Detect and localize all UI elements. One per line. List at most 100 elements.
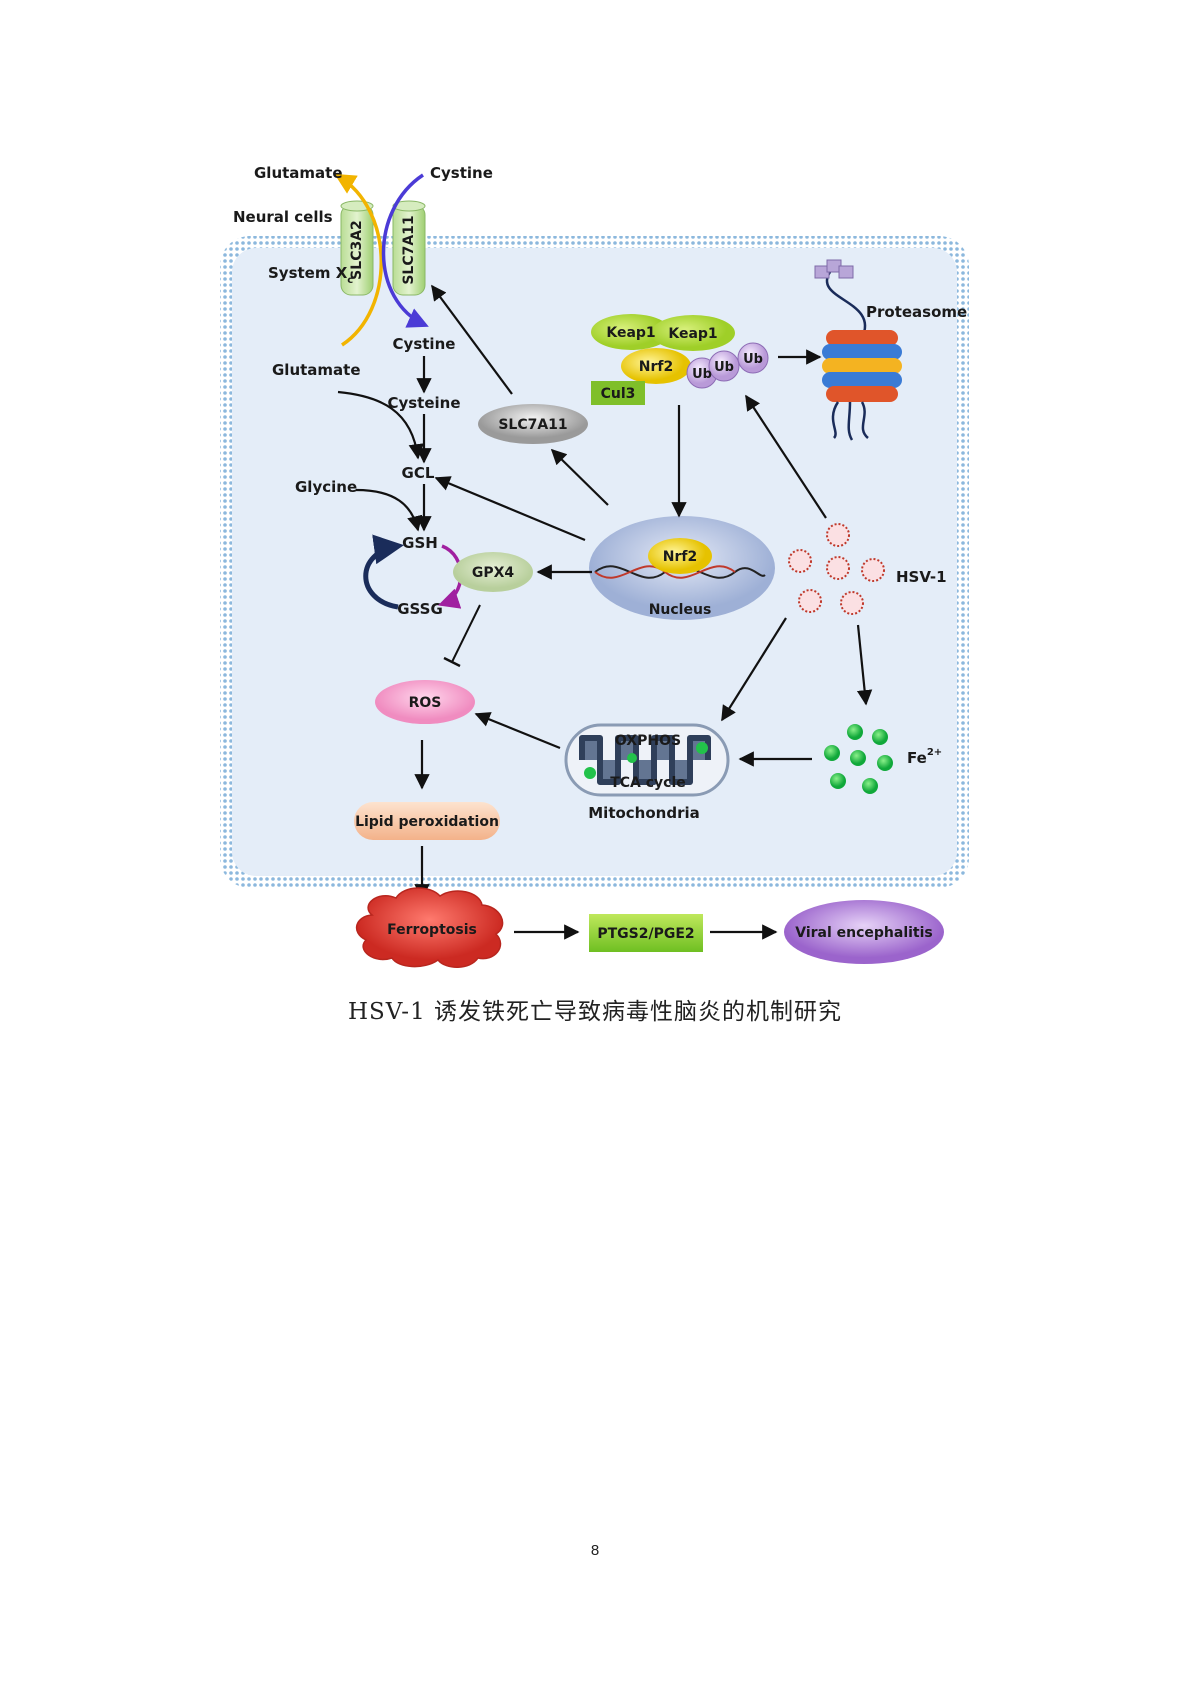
fe-ion-3 bbox=[824, 745, 840, 761]
cysteine-label: Cysteine bbox=[387, 394, 460, 412]
keap1-node-b bbox=[651, 315, 735, 351]
keap1-label-b: Keap1 bbox=[668, 326, 717, 342]
fe-ion-6 bbox=[830, 773, 846, 789]
fe-ions bbox=[824, 724, 893, 794]
slc7a11-membrane-label: SLC7A11 bbox=[401, 215, 417, 284]
figure-caption: HSV-1 诱发铁死亡导致病毒性脑炎的机制研究 bbox=[347, 999, 843, 1025]
ferroptosis-pathway-diagram: SLC3A2 SLC7A11 Glutamate Cystine Neural … bbox=[220, 164, 969, 968]
ub-node-3 bbox=[737, 342, 769, 374]
ros-node bbox=[375, 680, 475, 724]
nucleus-to-gcl-arrow bbox=[434, 476, 586, 542]
neural-cells-label: Neural cells bbox=[233, 208, 333, 226]
gsh-label: GSH bbox=[402, 534, 438, 552]
proteasome-graphic bbox=[814, 259, 902, 441]
ub-label-1: Ub bbox=[692, 367, 712, 382]
glutamate-export-arrow bbox=[334, 173, 383, 347]
mito-to-ros-arrow bbox=[474, 712, 561, 750]
cystine-import-arrow bbox=[381, 173, 429, 328]
mitochondria-label: Mitochondria bbox=[588, 804, 700, 822]
slc3a2-label: SLC3A2 bbox=[349, 220, 365, 280]
system-xc-text: System X bbox=[268, 264, 348, 282]
hsv1-to-ub-arrow bbox=[745, 394, 827, 519]
glutamate-out-label: Glutamate bbox=[254, 164, 343, 182]
fe-charge: 2+ bbox=[927, 747, 942, 758]
system-xc-label: System Xc bbox=[268, 264, 353, 286]
hsv1-virions bbox=[788, 523, 885, 615]
hsv1-label: HSV-1 bbox=[896, 568, 947, 586]
nrf2-cyto-node bbox=[621, 348, 691, 384]
virion-1 bbox=[826, 523, 850, 547]
slc7a11-to-membrane-arrow bbox=[431, 284, 513, 395]
virion-2 bbox=[788, 549, 812, 573]
glycine-to-gsh-arrow bbox=[355, 488, 423, 532]
slc7a11-transporter-cap bbox=[392, 200, 426, 212]
virion-5 bbox=[798, 589, 822, 613]
proteasome-peptide-out bbox=[831, 401, 869, 441]
mito-cristae bbox=[579, 735, 711, 785]
fe-label: Fe2+ bbox=[907, 747, 942, 767]
hsv1-to-mito-arrow bbox=[721, 617, 787, 722]
proteasome-core-4 bbox=[822, 372, 902, 388]
mitochondria-graphic bbox=[564, 723, 730, 797]
fe-text: Fe bbox=[907, 749, 927, 767]
slc7a11-node bbox=[478, 404, 588, 444]
oxphos-label: OXPHOS bbox=[615, 733, 681, 749]
virion-6 bbox=[840, 591, 864, 615]
lipid-peroxidation-node bbox=[354, 802, 500, 840]
ros-label: ROS bbox=[409, 695, 442, 711]
nucleus-to-slc7a11-arrow bbox=[550, 448, 609, 506]
gcl-label: GCL bbox=[402, 464, 435, 482]
fe-ion-1 bbox=[847, 724, 863, 740]
fe-ion-5 bbox=[877, 755, 893, 771]
viral-encephalitis-node bbox=[784, 900, 944, 964]
gssg-to-gsh-cycle-arrow bbox=[363, 534, 404, 610]
tca-cycle-label: TCA cycle bbox=[610, 775, 686, 791]
ub-node-2 bbox=[708, 350, 740, 382]
cystine-in-label: Cystine bbox=[393, 335, 456, 353]
dna-strand-b bbox=[594, 565, 736, 579]
gpx4-node bbox=[453, 552, 533, 592]
slc7a11-label: SLC7A11 bbox=[498, 417, 567, 433]
nrf2-nucleus-node bbox=[648, 538, 712, 574]
ub-label-3: Ub bbox=[743, 352, 763, 367]
nucleus-label: Nucleus bbox=[649, 602, 712, 618]
fe-ion-2 bbox=[872, 729, 888, 745]
proteasome-label: Proteasome bbox=[866, 303, 967, 321]
gpx4-label: GPX4 bbox=[472, 565, 515, 581]
mito-dot-3 bbox=[696, 742, 708, 754]
gssg-label: GSSG bbox=[397, 600, 443, 618]
proteasome-core-5 bbox=[826, 386, 898, 402]
proteasome-core-1 bbox=[826, 330, 898, 346]
viral-encephalitis-label: Viral encephalitis bbox=[795, 925, 933, 941]
gpx4-inhibits-ros-bar bbox=[443, 656, 461, 668]
glutamate-to-gcl-arrow bbox=[337, 390, 424, 460]
fe-ion-7 bbox=[862, 778, 878, 794]
glycine-label: Glycine bbox=[295, 478, 357, 496]
proteasome-ub-tag-3 bbox=[838, 265, 854, 279]
ub-label-2: Ub bbox=[714, 360, 734, 375]
proteasome-core-3 bbox=[822, 358, 902, 374]
virion-4 bbox=[861, 558, 885, 582]
mito-dot-1 bbox=[584, 767, 596, 779]
ferroptosis-node bbox=[355, 887, 504, 968]
ptgs2-pge2-label: PTGS2/PGE2 bbox=[597, 926, 694, 942]
proteasome-ub-chain bbox=[825, 271, 867, 339]
virion-3 bbox=[826, 556, 850, 580]
nrf2-cyto-label: Nrf2 bbox=[639, 359, 673, 375]
ptgs2-pge2-node bbox=[589, 914, 703, 952]
keap1-label-a: Keap1 bbox=[606, 325, 655, 341]
proteasome-core-2 bbox=[822, 344, 902, 360]
page-number: 8 bbox=[590, 1542, 600, 1559]
cul3-node bbox=[591, 381, 645, 405]
gpx4-inhibits-ros bbox=[451, 604, 481, 663]
mito-dot-2 bbox=[627, 753, 637, 763]
glutamate-in-label: Glutamate bbox=[272, 361, 361, 379]
keap1-node-a bbox=[591, 314, 671, 350]
system-xc-subscript: c bbox=[347, 275, 353, 286]
hsv1-to-fe-arrow bbox=[856, 624, 873, 706]
nrf2-nucleus-label: Nrf2 bbox=[663, 549, 697, 565]
fe-ion-4 bbox=[850, 750, 866, 766]
ferroptosis-label: Ferroptosis bbox=[387, 922, 477, 938]
lipid-peroxidation-label: Lipid peroxidation bbox=[355, 814, 499, 830]
cystine-out-label: Cystine bbox=[430, 164, 493, 182]
